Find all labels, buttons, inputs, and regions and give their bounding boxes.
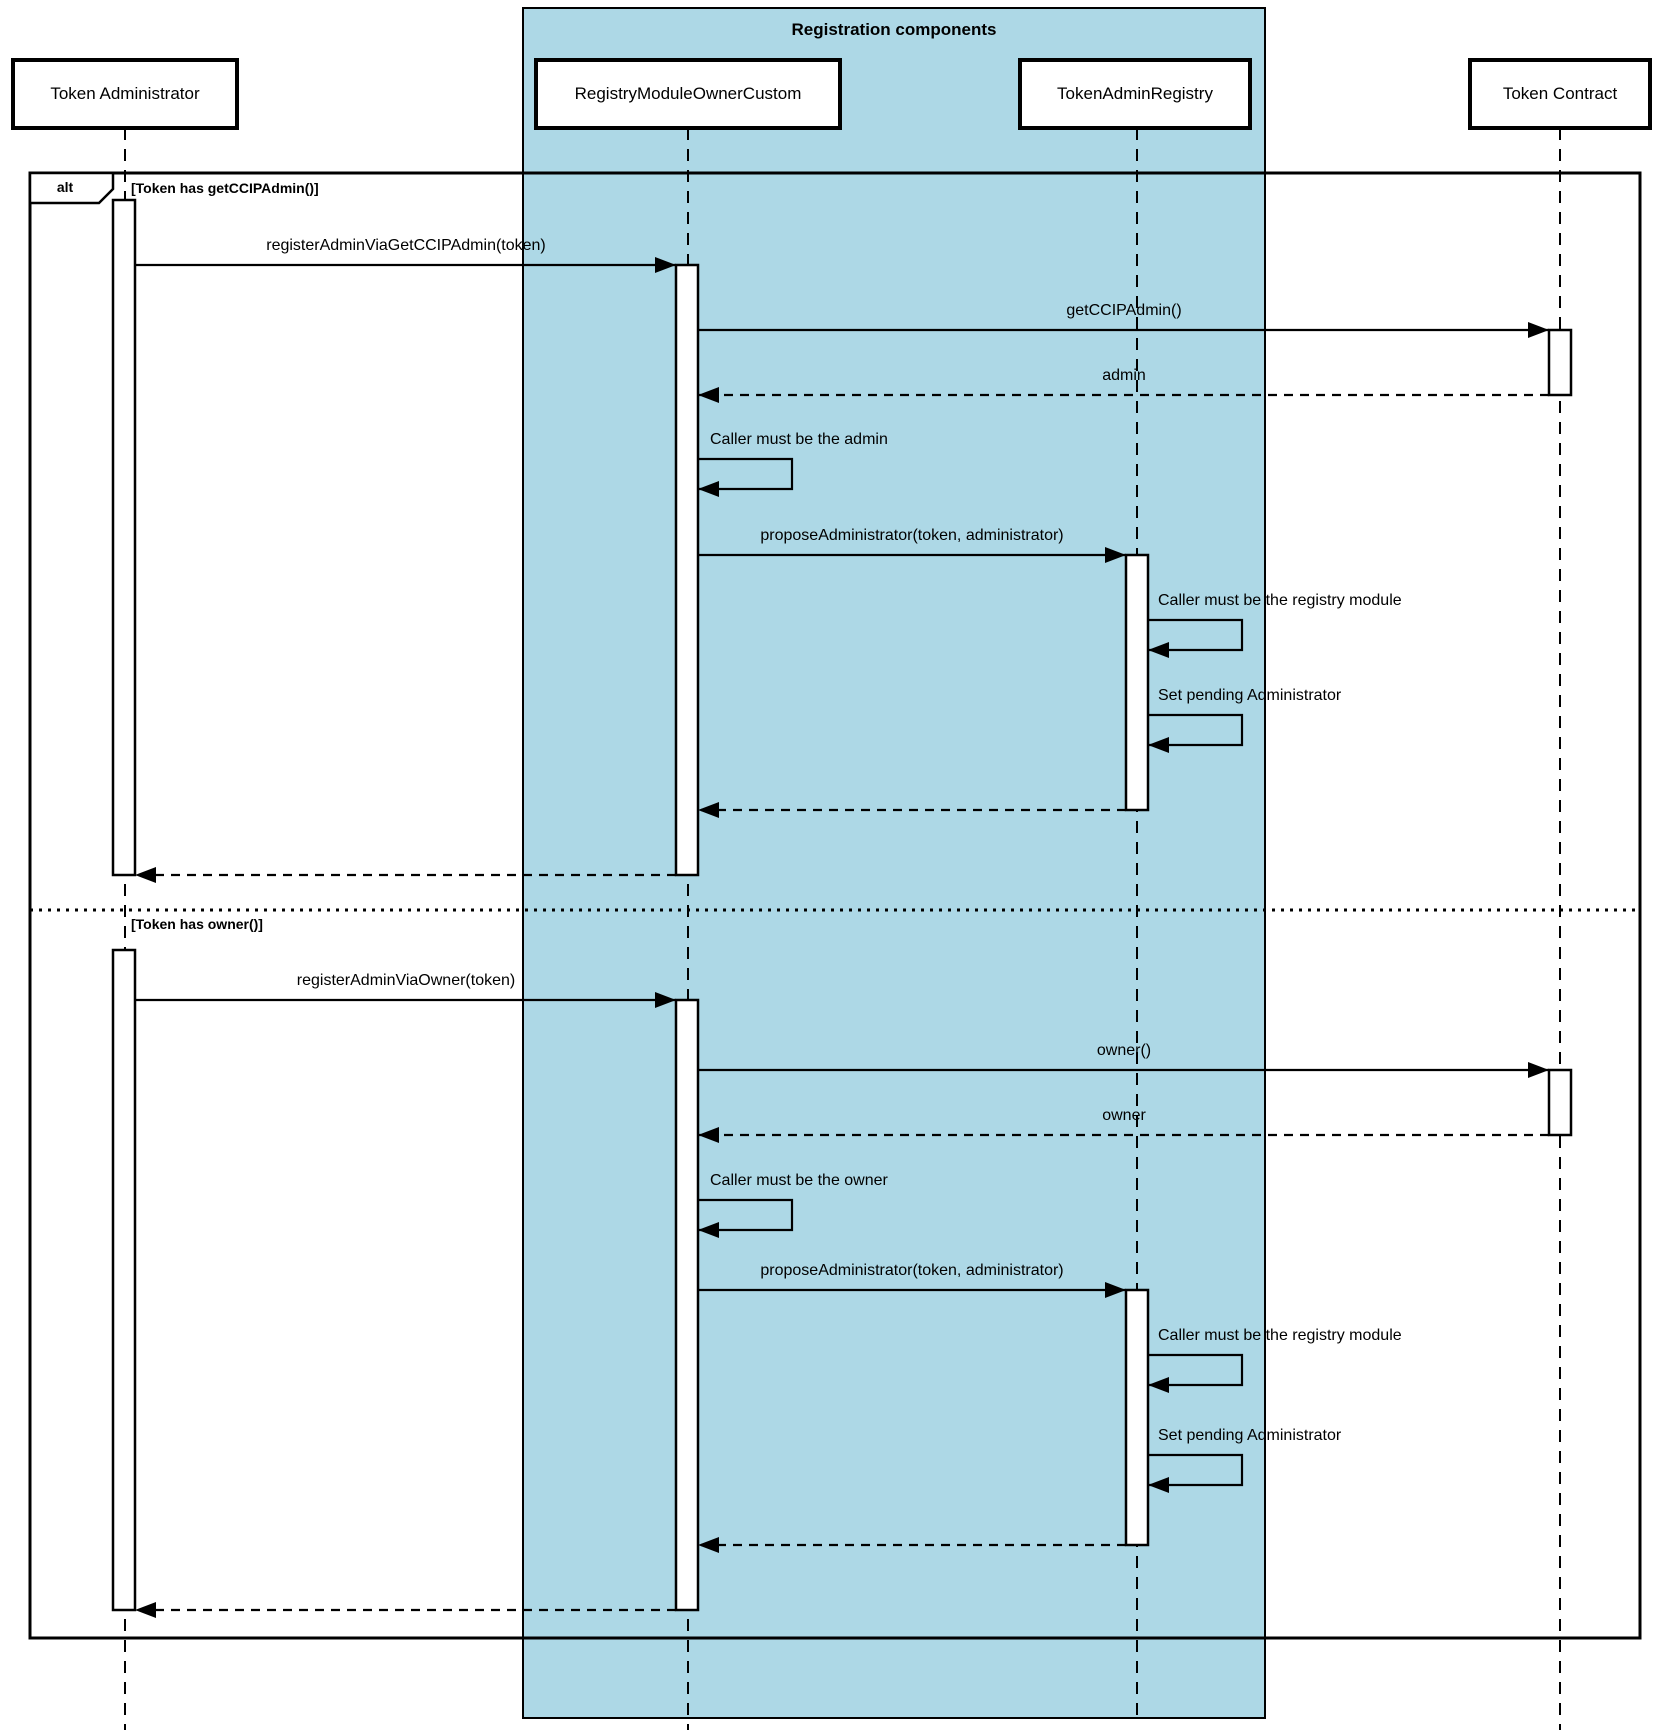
label-caller-must-be-registry-module-1: Caller must be the registry module (1158, 592, 1402, 609)
label-getccipadmin-call: getCCIPAdmin() (1066, 302, 1182, 319)
guard-token-has-owner: [Token has owner()] (131, 916, 263, 932)
label-owner-call: owner() (1096, 1042, 1152, 1059)
guard-token-has-getccipadmin: [Token has getCCIPAdmin()] (131, 180, 319, 196)
self-message-set-pending-administrator-2 (1148, 1453, 1244, 1493)
frame-title: Registration components (791, 20, 997, 39)
actor-box-token-contract (1468, 58, 1652, 130)
label-propose-administrator-1: proposeAdministrator(token, administrato… (760, 527, 1064, 544)
actor-label-registry-module-owner-custom: RegistryModuleOwnerCustom (574, 84, 802, 103)
label-set-pending-administrator-2: Set pending Administrator (1158, 1427, 1342, 1444)
label-register-admin-via-owner: registerAdminViaOwner(token) (296, 972, 516, 989)
alt-operator-label: alt (56, 179, 74, 195)
activation-registry-module-2 (674, 998, 700, 1612)
activation-token-admin-registry-1 (1124, 553, 1150, 812)
actor-label-token-administrator: Token Administrator (50, 84, 200, 103)
activation-token-administrator-1 (111, 198, 137, 877)
activation-token-contract-1 (1547, 328, 1573, 397)
activation-token-admin-registry-2 (1124, 1288, 1150, 1547)
label-register-admin-via-getccipadmin: registerAdminViaGetCCIPAdmin(token) (266, 237, 546, 254)
label-caller-must-be-owner: Caller must be the owner (710, 1172, 888, 1189)
alt-operator-pentagon (28, 171, 115, 205)
label-set-pending-administrator-1: Set pending Administrator (1158, 687, 1342, 704)
label-propose-administrator-2: proposeAdministrator(token, administrato… (760, 1262, 1064, 1279)
actor-box-token-administrator (11, 58, 239, 130)
activation-registry-module-1 (674, 263, 700, 877)
self-message-caller-must-be-admin (698, 457, 794, 497)
self-message-caller-must-be-registry-module-1 (1148, 618, 1244, 658)
activation-token-administrator-2 (111, 948, 137, 1612)
actor-label-token-contract: Token Contract (1502, 84, 1618, 103)
label-caller-must-be-registry-module-2: Caller must be the registry module (1158, 1327, 1402, 1344)
label-admin-return: admin (1102, 367, 1146, 384)
actor-label-token-admin-registry: TokenAdminRegistry (1057, 84, 1213, 103)
self-message-caller-must-be-owner (698, 1198, 794, 1238)
alt-fragment-frame (28, 171, 1642, 1640)
self-message-caller-must-be-registry-module-2 (1148, 1353, 1244, 1393)
self-message-set-pending-administrator-1 (1148, 713, 1244, 753)
activation-token-contract-2 (1547, 1068, 1573, 1137)
label-caller-must-be-admin: Caller must be the admin (710, 431, 888, 448)
actor-box-registry-module-owner-custom (534, 58, 842, 130)
label-owner-return: owner (1102, 1107, 1146, 1124)
actor-box-token-admin-registry (1018, 58, 1252, 130)
